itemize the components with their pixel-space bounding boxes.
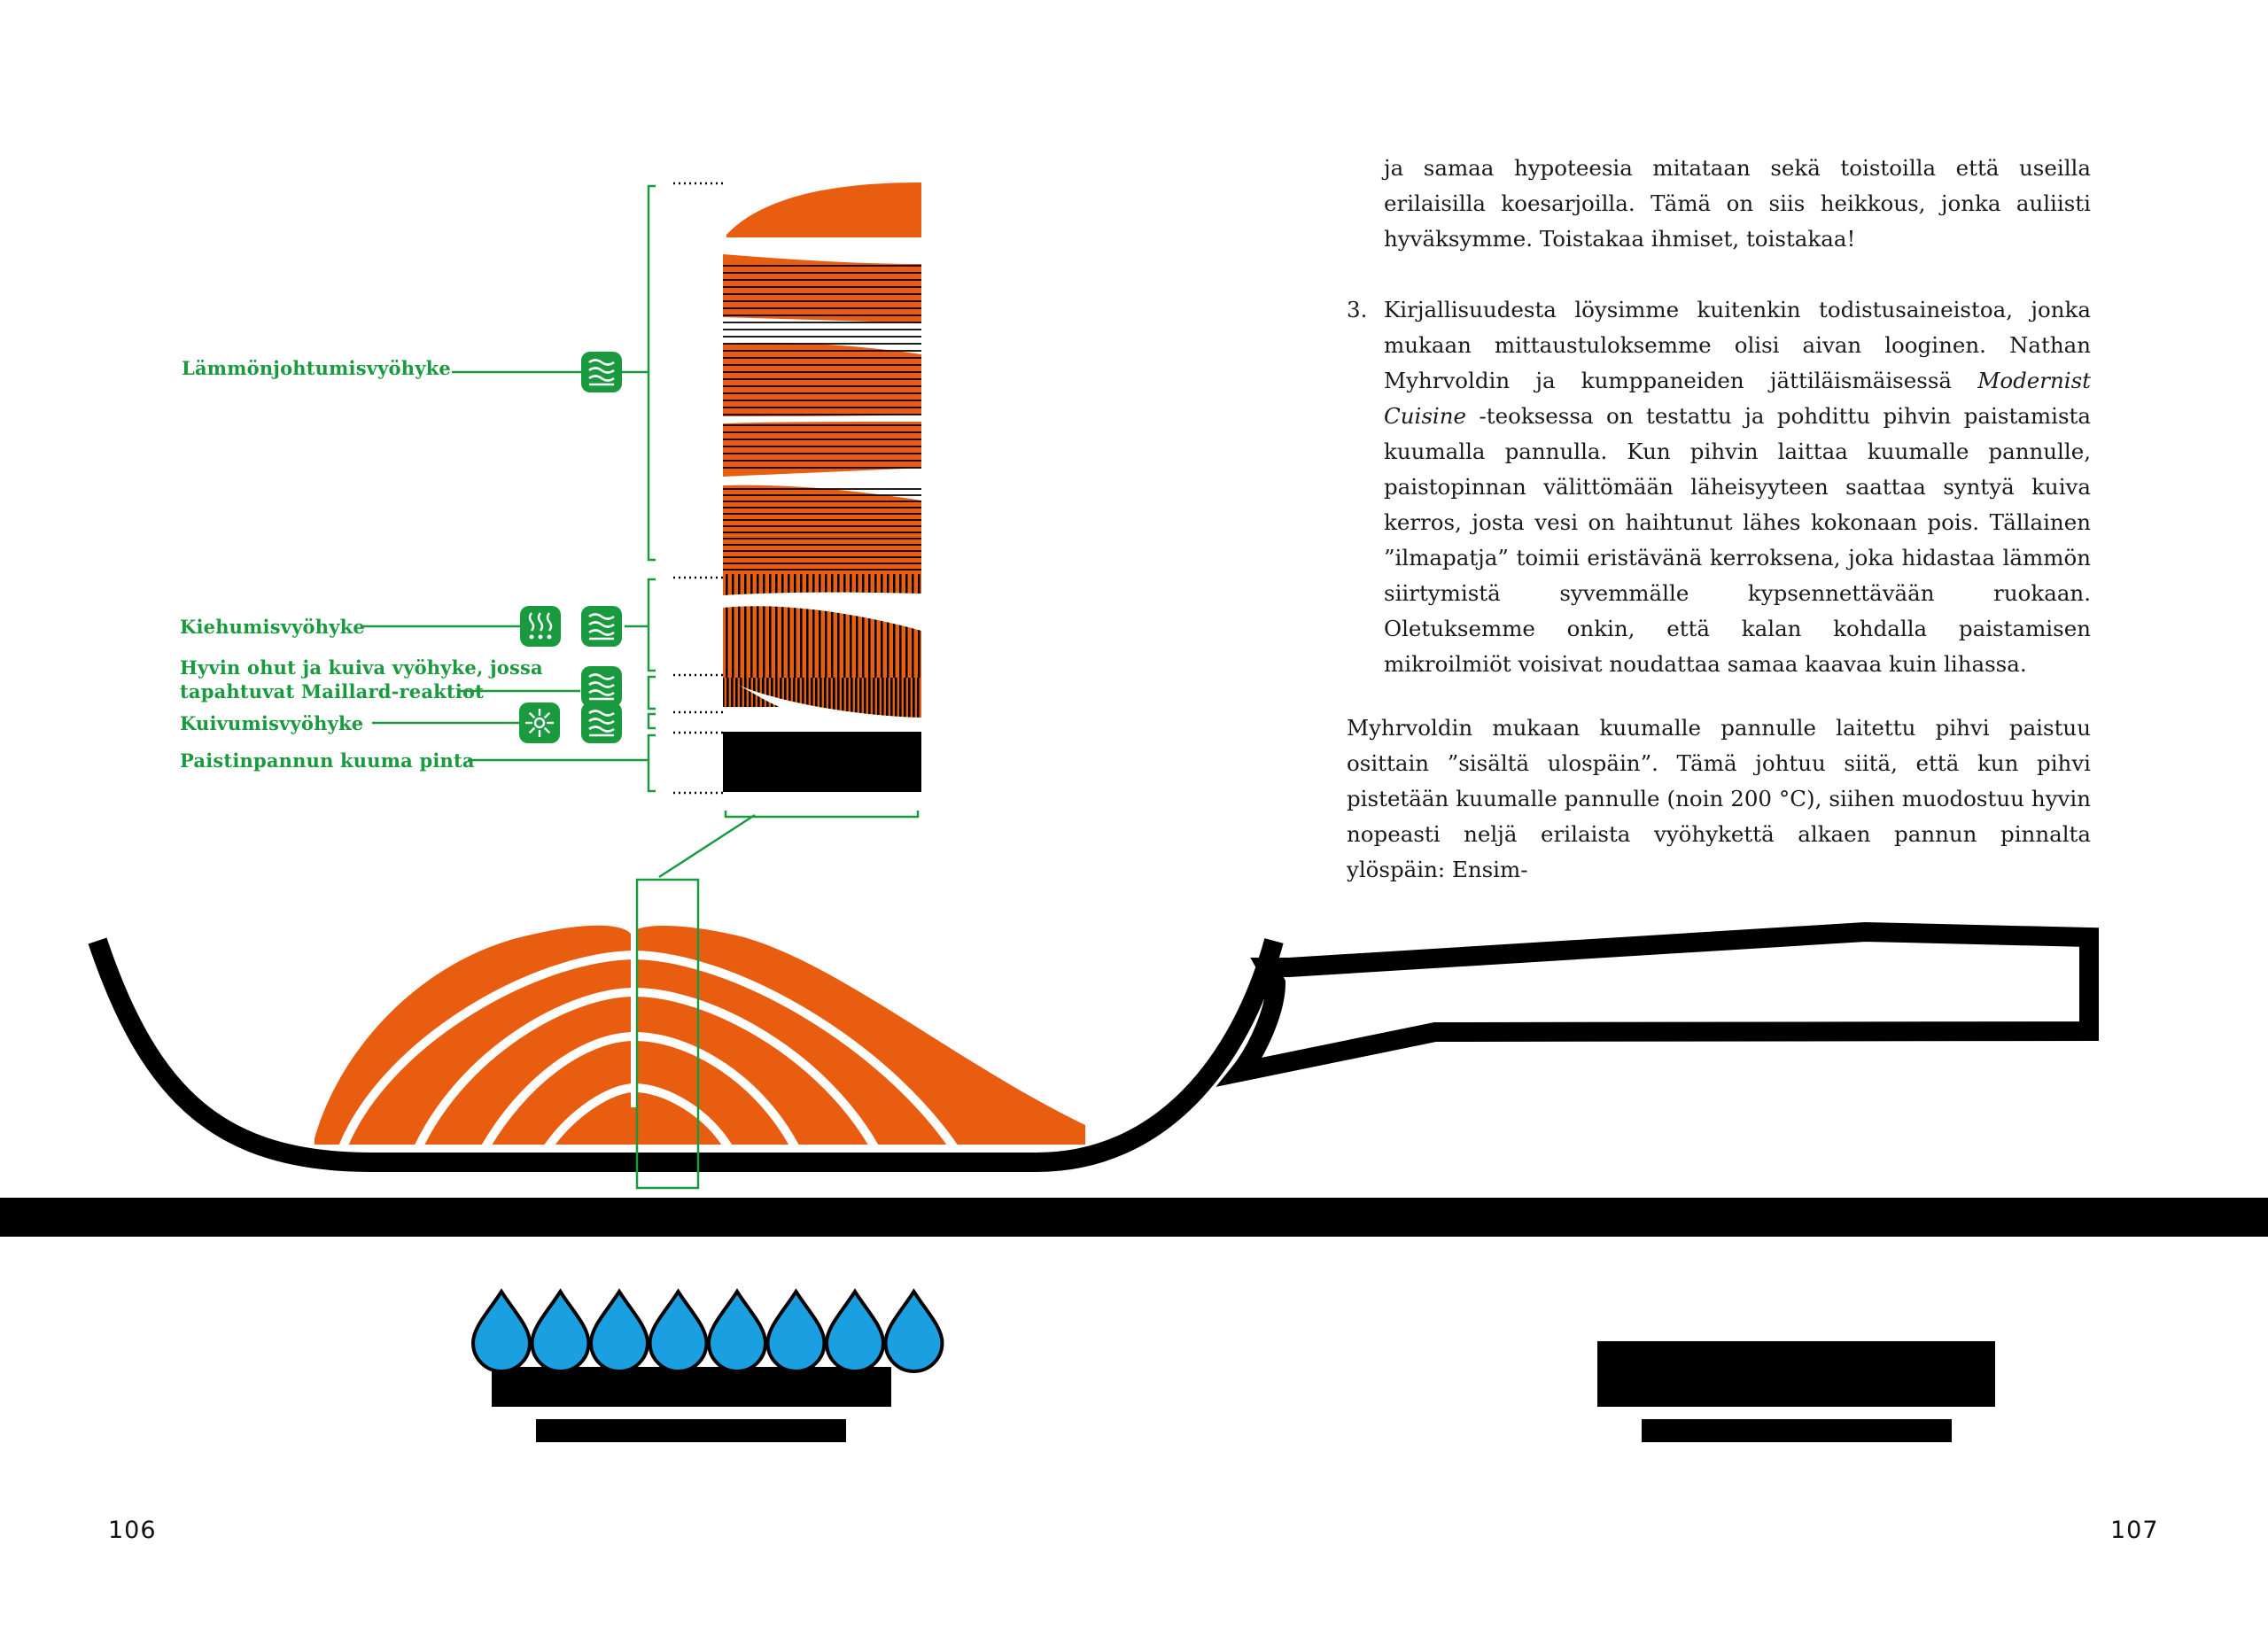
cross-section-detail [723,177,921,797]
body-paragraph-1: ja samaa hypoteesia mitataan sekä toisto… [1347,151,2091,257]
gas-burner [492,1367,891,1442]
label-pan-surface: Paistinpannun kuuma pinta [180,749,475,772]
page-number-left: 106 [108,1517,157,1544]
paragraph-part: Kirjallisuudesta löysimme kuitenkin todi… [1384,297,2091,393]
flame-drop-icon [883,1288,944,1373]
flame-drop-icon [470,1288,532,1373]
paragraph-part: -teoksessa on testattu ja pohdittu pihvi… [1384,403,2091,677]
flame-drop-icon [648,1288,709,1373]
list-number: 3. [1347,297,1368,322]
zone-braces [647,184,656,793]
paragraph: Myhrvoldin mukaan kuumalle pannulle lait… [1347,715,2091,882]
paragraph: ja samaa hypoteesia mitataan sekä toisto… [1384,155,2091,252]
list-item-3: 3. Kirjallisuudesta löysimme kuitenkin t… [1347,292,2091,682]
flame-drop-icon [765,1288,827,1373]
frying-pan-icon [88,921,2099,1172]
waves-icon [581,702,622,743]
burner-flame-icon [470,1288,944,1373]
page-number-right: 107 [2110,1517,2159,1544]
sun-icon [519,702,560,743]
salmon-fillet-icon [315,921,1085,1145]
flame-drop-icon [588,1288,650,1373]
waves-icon [581,352,622,392]
steam-icon [520,606,561,647]
waves-icon [581,666,622,707]
label-boiling-zone: Kiehumisvyöhyke [180,616,365,638]
conduction-lines [723,265,921,570]
book-title: Modernist Cuisine [1384,368,2091,429]
electric-hotplate [1597,1341,1995,1442]
flame-drop-icon [530,1288,591,1373]
label-maillard-zone: Hyvin ohut ja kuiva vyöhyke, jossa tapah… [180,656,543,702]
stovetop [0,1198,2268,1237]
zoom-selector [635,811,920,1190]
flame-drop-icon [824,1288,886,1373]
zone-boundaries [673,182,723,795]
label-drying-zone: Kuivumisvyöhyke [180,712,364,734]
body-paragraph-2: Myhrvoldin mukaan kuumalle pannulle lait… [1347,710,2091,888]
flame-drop-icon [706,1288,768,1373]
label-conduction-zone: Lämmönjohtumisvyöhyke [182,357,451,379]
waves-icon [581,606,622,647]
